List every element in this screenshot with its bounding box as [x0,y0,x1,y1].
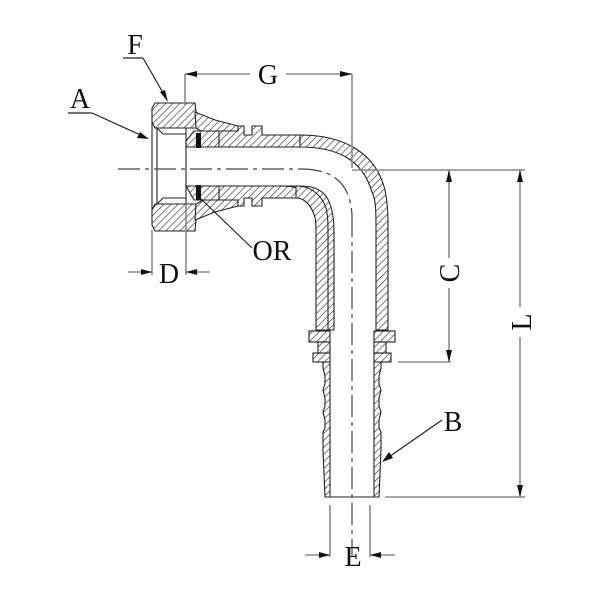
stem-left-neck [317,341,331,354]
dimension-g: G [184,60,353,168]
o-ring-bottom [196,185,201,200]
arrow-left-icon [185,71,197,77]
dimension-c: C [352,169,525,363]
nut-top-section [151,102,197,129]
label-a: A [70,84,91,115]
arrow-icon [160,90,168,102]
arrow-up-icon [446,170,452,182]
arrow-icon [382,452,393,462]
dimension-e: E [305,505,395,573]
callout-b: B [382,407,462,462]
label-or: OR [253,236,292,267]
collar-left-1 [308,330,331,343]
label-d: D [159,259,179,290]
callout-f: F [123,30,168,102]
barbs-right [373,361,382,498]
label-e: E [344,542,361,573]
o-ring-top [196,133,201,148]
elbow-inner-curve [295,185,329,331]
arrow-icon [137,132,149,139]
arrow-right-icon [319,552,330,558]
dimension-l: L [385,170,538,498]
arrow-right-icon [340,71,352,77]
swivel-nut [151,102,239,232]
arrow-down-icon [446,350,452,362]
collar-left-2 [312,352,331,363]
elbow-bend [279,134,389,331]
label-b: B [444,407,463,438]
collar-right-2 [373,352,392,363]
callout-a: A [68,84,149,139]
label-g: G [258,60,278,91]
label-f: F [127,30,143,61]
center-lines [118,168,353,555]
nipple-body [185,125,301,207]
nut-chamfer [156,197,164,205]
arrow-left-icon [186,269,197,275]
arrow-right-icon [141,269,152,275]
hose-tail [308,330,396,498]
barbs-left [322,361,331,498]
nut-bottom-section [151,203,197,232]
bend-centerline [299,168,353,216]
elbow-outer-wall [299,134,389,331]
arrow-down-icon [517,485,523,497]
callout-or: OR [199,197,292,267]
nut-chamfer [156,127,164,135]
arrow-up-icon [517,170,523,182]
label-l: L [507,313,538,330]
label-c: C [435,264,466,283]
arrow-left-icon [370,552,381,558]
dimension-d: D [128,205,210,290]
collar-right-1 [373,330,396,343]
stem-right-neck [373,341,387,354]
